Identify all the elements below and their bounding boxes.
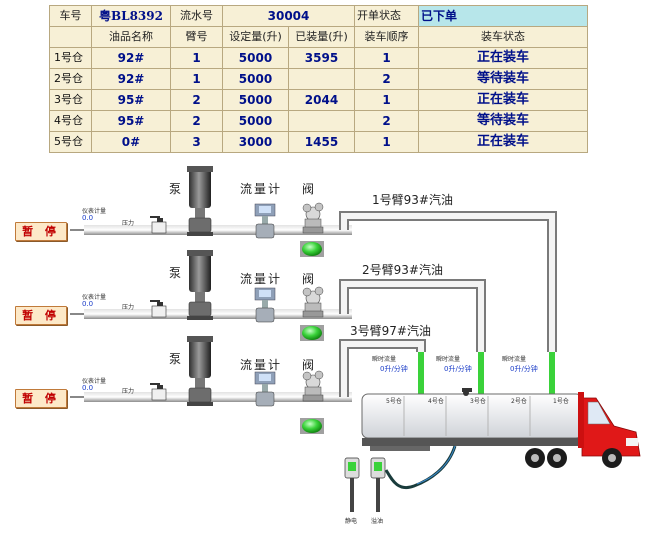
instrument-label: 仪表计量 — [82, 378, 107, 385]
status-indicator-icon — [302, 326, 322, 340]
loading-info-table: 车号 粤BL8392 流水号 30004 开单状态 已下单 油品名称 臂号 设定… — [49, 5, 588, 153]
col-sequence: 装车顺序 — [354, 26, 419, 48]
col-arm: 臂号 — [170, 26, 223, 48]
flow-label-arm-1: 瞬时流量 — [502, 356, 527, 363]
table-row[interactable]: 5号仓 0# 3 3000 1455 1 正在装车 — [49, 131, 588, 153]
header-row: 车号 粤BL8392 流水号 30004 开单状态 已下单 — [49, 5, 588, 27]
flowmeter-label: 流量计 — [240, 182, 283, 196]
status-indicator-icon — [302, 242, 322, 256]
compartment-label: 1号仓 — [553, 398, 569, 405]
inlet-valve-icon — [149, 299, 167, 318]
table-row[interactable]: 2号仓 92# 1 5000 2 等待装车 — [49, 68, 588, 90]
status-badge: 等待装车 — [418, 110, 588, 132]
instrument-value: 0.0 — [82, 384, 94, 392]
grounding-sensor — [344, 457, 360, 512]
valve-label: 阀 — [302, 358, 315, 372]
pause-button-line-2[interactable]: 暂 停 — [15, 306, 67, 325]
tanker-truck — [361, 388, 641, 489]
pump-label: 泵 — [169, 352, 182, 366]
table-row[interactable]: 1号仓 92# 1 5000 3595 1 正在装车 — [49, 47, 588, 69]
flow-label-arm-3: 瞬时流量 — [372, 356, 397, 363]
serial-value: 30004 — [222, 5, 355, 27]
flowmeter-icon — [254, 203, 276, 239]
status-indicator-icon — [302, 419, 322, 433]
compartment-label: 4号仓 — [428, 398, 444, 405]
loading-line-1 — [70, 165, 557, 394]
instrument-value: 0.0 — [82, 214, 94, 222]
order-status-label: 开单状态 — [354, 5, 419, 27]
column-header-row: 油品名称 臂号 设定量(升) 已装量(升) 装车顺序 装车状态 — [49, 26, 588, 48]
status-badge: 正在装车 — [418, 89, 588, 111]
flowmeter-label: 流量计 — [240, 272, 283, 286]
pause-button-line-1[interactable]: 暂 停 — [15, 222, 67, 241]
flow-value-arm-3: 0升/分钟 — [380, 365, 408, 373]
status-badge: 等待装车 — [418, 68, 588, 90]
pressure-label: 压力 — [122, 304, 135, 311]
pause-button-line-3[interactable]: 暂 停 — [15, 389, 67, 408]
status-badge: 正在装车 — [418, 47, 588, 69]
overflow-sensor — [370, 457, 386, 512]
instrument-value: 0.0 — [82, 300, 94, 308]
loading-line-3 — [70, 335, 426, 434]
inlet-valve-icon — [149, 382, 167, 401]
col-loaded: 已装量(升) — [288, 26, 355, 48]
control-valve-icon[interactable] — [302, 286, 324, 318]
flowmeter-label: 流量计 — [240, 358, 283, 372]
plate-value: 粤BL8392 — [91, 5, 171, 27]
serial-label: 流水号 — [170, 5, 223, 27]
flow-value-arm-1: 0升/分钟 — [510, 365, 538, 373]
compartment-label: 2号仓 — [511, 398, 527, 405]
flowmeter-icon — [254, 287, 276, 323]
arm-label-3: 3号臂97#汽油 — [350, 324, 431, 338]
flow-label-arm-2: 瞬时流量 — [436, 356, 461, 363]
col-product: 油品名称 — [91, 26, 171, 48]
table-row[interactable]: 3号仓 95# 2 5000 2044 1 正在装车 — [49, 89, 588, 111]
pipe — [84, 225, 352, 235]
status-badge: 正在装车 — [418, 131, 588, 153]
order-status-cell: 已下单 — [418, 5, 588, 27]
arm-flow-green — [549, 352, 555, 394]
inlet-valve-icon — [149, 215, 167, 234]
plate-label: 车号 — [49, 5, 92, 27]
loading-line-2 — [70, 249, 486, 394]
control-valve-icon[interactable] — [302, 370, 324, 402]
pump-icon[interactable] — [186, 165, 214, 237]
grounding-label: 静电 — [345, 518, 358, 525]
flow-value-arm-2: 0升/分钟 — [444, 365, 472, 373]
order-status-value: 已下单 — [421, 9, 458, 23]
compartment-label: 3号仓 — [470, 398, 486, 405]
overflow-label: 溢油 — [371, 518, 384, 525]
valve-label: 阀 — [302, 272, 315, 286]
arm-label-1: 1号臂93#汽油 — [372, 193, 453, 207]
pump-label: 泵 — [169, 182, 182, 196]
pump-icon[interactable] — [186, 249, 214, 321]
arm-label-2: 2号臂93#汽油 — [362, 263, 443, 277]
table-row[interactable]: 4号仓 95# 2 5000 2 等待装车 — [49, 110, 588, 132]
col-status: 装车状态 — [418, 26, 588, 48]
instrument-label: 仪表计量 — [82, 208, 107, 215]
valve-label: 阀 — [302, 182, 315, 196]
flowmeter-icon — [254, 371, 276, 407]
control-valve-icon[interactable] — [302, 202, 324, 234]
compartment-label: 5号仓 — [386, 398, 402, 405]
pump-icon[interactable] — [186, 335, 214, 407]
pressure-label: 压力 — [122, 388, 135, 395]
col-setpoint: 设定量(升) — [222, 26, 289, 48]
instrument-label: 仪表计量 — [82, 294, 107, 301]
pump-label: 泵 — [169, 266, 182, 280]
pressure-label: 压力 — [122, 220, 135, 227]
